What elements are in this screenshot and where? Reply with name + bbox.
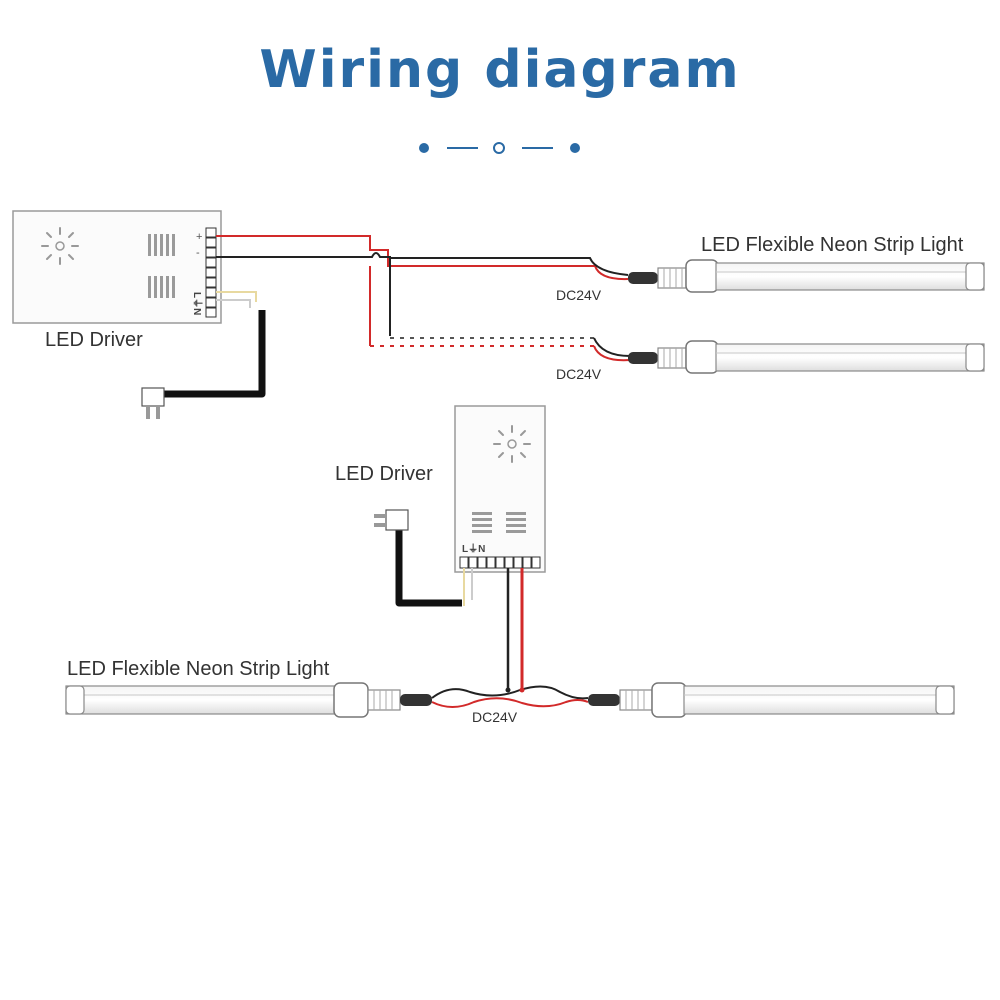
fan-icon [493,425,531,463]
input-terminal-marks: L⏚N [462,543,485,555]
vent-slots-icon [472,512,526,533]
plug-icon [141,387,165,419]
page-title: Wiring diagram [259,40,741,100]
vent-slots-icon [148,234,175,298]
plug-icon [374,509,409,531]
neon-strip-right [588,682,955,718]
neon-strip-left [65,682,432,718]
strip-label-top: LED Flexible Neon Strip Light [701,234,964,256]
ac-power-cable-bottom [374,509,473,607]
terminal-plus: + [196,231,202,243]
input-terminal-marks: L⏚N [191,292,203,315]
led-driver-label-bottom: LED Driver [335,463,433,485]
title-divider [419,142,580,154]
dc-wires-bottom [431,568,589,708]
strip-label-bottom: LED Flexible Neon Strip Light [67,658,330,680]
led-driver-label-top: LED Driver [45,329,143,351]
led-driver-top: + - L⏚N [12,210,222,324]
dc-wires-top [216,235,631,362]
voltage-label-strip-2: DC24V [556,366,602,382]
neon-strip-2 [628,340,985,374]
led-driver-bottom: L⏚N [454,405,546,573]
terminal-block [459,556,541,569]
voltage-label-bottom: DC24V [472,709,518,725]
terminal-minus: - [196,247,200,259]
ac-power-cable-top [141,291,266,419]
neon-strip-1 [628,259,985,293]
voltage-label-strip-1: DC24V [556,287,602,303]
fan-icon [41,227,79,265]
terminal-block [205,227,217,318]
